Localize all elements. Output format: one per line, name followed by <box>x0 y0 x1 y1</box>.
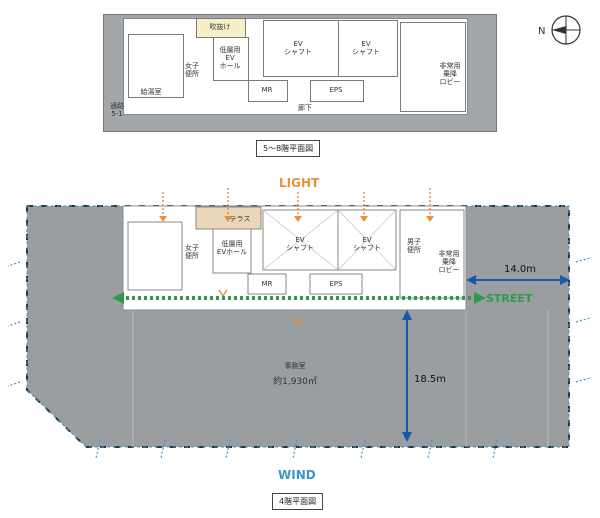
top-ev-shaft-1-label: EV シャフト <box>284 40 312 56</box>
top-plan-caption: 5〜8階平面図 <box>256 140 321 157</box>
bottom-plan-caption: 4階平面図 <box>272 493 324 510</box>
wind-label: WIND <box>278 468 316 482</box>
bottom-ev-shaft-2-label: EV シャフト <box>353 236 381 252</box>
top-ev-shaft-2 <box>338 20 398 77</box>
bottom-danshi-label: 男子 便所 <box>407 238 421 254</box>
top-tsuro-label: 通路 5-1 <box>110 102 124 118</box>
svg-text:N: N <box>538 26 545 37</box>
jimushitsu-label: 事務室 <box>284 362 306 370</box>
top-mr-label: MR <box>261 86 273 94</box>
top-fukinuke-label: 吹抜け <box>209 23 231 31</box>
top-right-rooms <box>400 22 466 112</box>
north-arrow-icon: N <box>536 12 582 48</box>
dim-depth-label: 18.5m <box>414 374 447 385</box>
bottom-ev-shaft-1-label: EV シャフト <box>286 236 314 252</box>
top-noriba-label: 非常用 乗降 ロビー <box>439 62 461 86</box>
bottom-joshi-label: 女子 便所 <box>185 244 199 260</box>
top-eps-room <box>310 80 364 102</box>
street-label: STREET <box>486 292 533 305</box>
top-joshi-label: 女子 便所 <box>185 62 199 78</box>
terrace-label: テラス <box>229 215 251 223</box>
bottom-eps-label: EPS <box>329 280 343 288</box>
top-kyuto-label: 給湯室 <box>140 88 162 96</box>
bottom-ev-hall-label: 低層用 EVホール <box>216 240 248 256</box>
top-mr-room <box>248 80 288 102</box>
top-ev-hall <box>213 37 249 81</box>
top-eps-label: EPS <box>329 86 343 94</box>
top-left-rooms <box>128 34 184 98</box>
dim-width-label: 14.0m <box>504 264 537 275</box>
light-label: LIGHT <box>279 176 320 190</box>
bottom-mr-label: MR <box>261 280 273 288</box>
top-ev-shaft-2-label: EV シャフト <box>352 40 380 56</box>
area-label: 約1,930㎡ <box>273 377 317 387</box>
top-corridor-label: 廊下 <box>298 104 312 112</box>
top-ev-shaft-1 <box>263 20 340 77</box>
bottom-noriba-label: 非常用 乗降 ロビー <box>438 250 460 274</box>
top-ev-hall-label: 低層用 EV ホール <box>219 46 241 70</box>
